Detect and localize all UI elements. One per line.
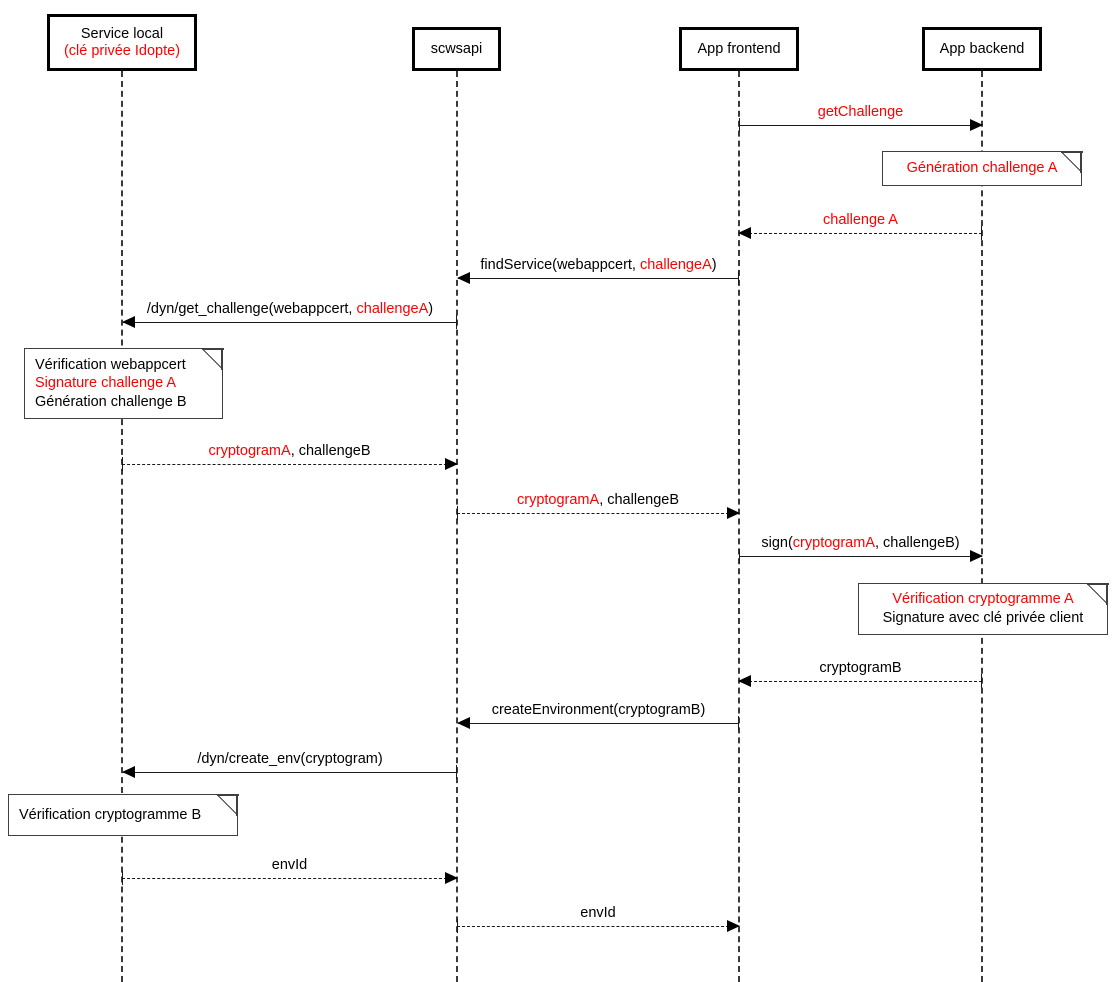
message-shaft xyxy=(122,878,457,879)
message-shaft xyxy=(123,322,457,323)
lifeline-service-local xyxy=(121,71,123,982)
arrowhead-icon xyxy=(457,717,470,729)
message-label: /dyn/create_env(cryptogram) xyxy=(197,751,383,768)
participant-service-local[interactable]: Service local (clé privée Idopte) xyxy=(47,14,197,71)
message-shaft xyxy=(122,464,457,465)
participant-label: App frontend xyxy=(697,40,781,57)
note-line: Vérification cryptogramme B xyxy=(19,806,202,823)
participant-label: App backend xyxy=(939,40,1025,57)
participant-app-backend[interactable]: App backend xyxy=(922,27,1042,71)
message-label: sign(cryptogramA, challengeB) xyxy=(761,535,960,552)
message-shaft xyxy=(457,513,739,514)
participant-label: Service local xyxy=(80,25,164,42)
note-fold-corner-icon xyxy=(1086,582,1109,606)
note-line: Signature challenge A xyxy=(35,375,177,392)
note-verification-cryptogramme-a: Vérification cryptogramme A Signature av… xyxy=(858,582,1109,635)
note-line: Génération challenge B xyxy=(35,393,187,410)
arrowhead-icon xyxy=(457,272,470,284)
message-shaft xyxy=(739,233,982,234)
message-label: cryptogramA, challengeB xyxy=(516,492,679,509)
message-label: getChallenge xyxy=(817,104,904,121)
message-shaft xyxy=(457,926,739,927)
note-fold-corner-icon xyxy=(201,347,224,371)
message-shaft xyxy=(739,681,982,682)
note-verification-cryptogramme-b: Vérification cryptogramme B xyxy=(8,793,239,836)
message-shaft xyxy=(123,772,457,773)
participant-sublabel: (clé privée Idopte) xyxy=(63,42,181,59)
arrowhead-icon xyxy=(970,550,983,562)
arrowhead-icon xyxy=(445,458,458,470)
message-label: findService(webappcert, challengeA) xyxy=(480,257,717,274)
arrowhead-icon xyxy=(738,675,751,687)
arrowhead-icon xyxy=(122,766,135,778)
note-line: Vérification cryptogramme A xyxy=(892,591,1074,608)
note-fold-corner-icon xyxy=(216,793,239,817)
note-generation-challenge-a: Génération challenge A xyxy=(882,150,1083,186)
note-line: Génération challenge A xyxy=(906,160,1058,177)
message-shaft xyxy=(458,723,739,724)
arrowhead-icon xyxy=(445,872,458,884)
participant-app-frontend[interactable]: App frontend xyxy=(679,27,799,71)
arrowhead-icon xyxy=(727,920,740,932)
participant-label: scwsapi xyxy=(430,40,483,57)
message-shaft xyxy=(739,556,982,557)
message-label: envId xyxy=(271,857,308,874)
message-shaft xyxy=(458,278,739,279)
lifeline-app-frontend xyxy=(738,71,740,982)
arrowhead-icon xyxy=(727,507,740,519)
message-shaft xyxy=(739,125,982,126)
arrowhead-icon xyxy=(738,227,751,239)
lifeline-scwsapi xyxy=(456,71,458,982)
arrowhead-icon xyxy=(122,316,135,328)
message-label: cryptogramA, challengeB xyxy=(208,443,371,460)
message-label: challenge A xyxy=(823,212,898,229)
message-label: envId xyxy=(580,905,616,922)
arrowhead-icon xyxy=(970,119,983,131)
note-line: Vérification webappcert xyxy=(35,356,186,373)
message-label: /dyn/get_challenge(webappcert, challenge… xyxy=(146,301,434,318)
message-label: cryptogramB xyxy=(819,660,902,677)
participant-scwsapi[interactable]: scwsapi xyxy=(412,27,501,71)
message-label: createEnvironment(cryptogramB) xyxy=(491,702,706,719)
note-fold-corner-icon xyxy=(1060,150,1083,174)
lifeline-app-backend xyxy=(981,71,983,982)
note-line: Signature avec clé privée client xyxy=(882,610,1084,626)
note-verification-webappcert: Vérification webappcert Signature challe… xyxy=(24,347,224,419)
